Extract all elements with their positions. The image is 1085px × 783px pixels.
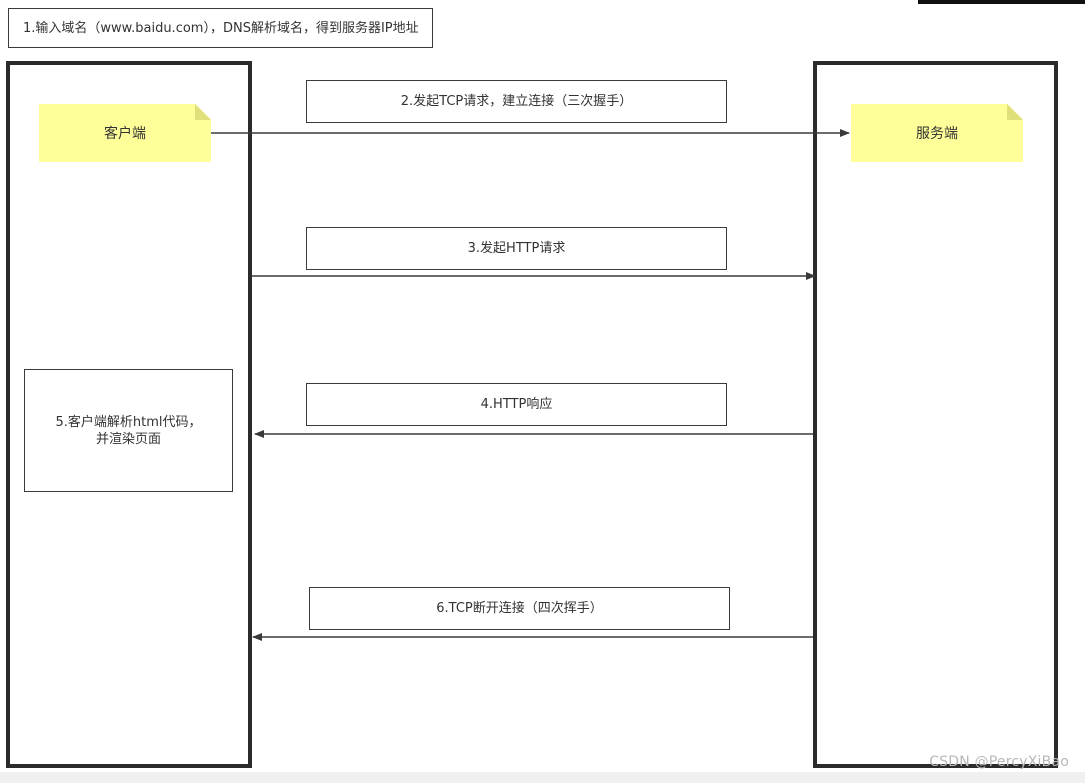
client-lane [6, 61, 252, 768]
message-box-tcp-connect: 2.发起TCP请求，建立连接（三次握手） [306, 80, 727, 123]
watermark-text: CSDN @PercyXiBao [929, 754, 1069, 770]
message-box-http-request: 3.发起HTTP请求 [306, 227, 727, 270]
server-label: 服务端 [916, 126, 958, 142]
top-edge-bar [918, 0, 1085, 4]
message-label-tcp-connect: 2.发起TCP请求，建立连接（三次握手） [400, 94, 633, 109]
client-render-step-box: 5.客户端解析html代码， 并渲染页面 [24, 369, 233, 492]
client-note: 客户端 [39, 104, 211, 162]
dns-step-label: 1.输入域名（www.baidu.com），DNS解析域名，得到服务器IP地址 [23, 20, 419, 36]
message-label-tcp-disconnect: 6.TCP断开连接（四次挥手） [436, 601, 603, 616]
server-lane [813, 61, 1058, 768]
client-label: 客户端 [104, 126, 146, 142]
message-label-http-response: 4.HTTP响应 [480, 397, 553, 412]
bottom-bar [0, 772, 1085, 783]
message-box-tcp-disconnect: 6.TCP断开连接（四次挥手） [309, 587, 730, 630]
client-render-step-label: 5.客户端解析html代码， 并渲染页面 [55, 414, 202, 447]
server-note: 服务端 [851, 104, 1023, 162]
message-box-http-response: 4.HTTP响应 [306, 383, 727, 426]
message-label-http-request: 3.发起HTTP请求 [467, 241, 566, 256]
dns-step-box: 1.输入域名（www.baidu.com），DNS解析域名，得到服务器IP地址 [8, 8, 433, 48]
